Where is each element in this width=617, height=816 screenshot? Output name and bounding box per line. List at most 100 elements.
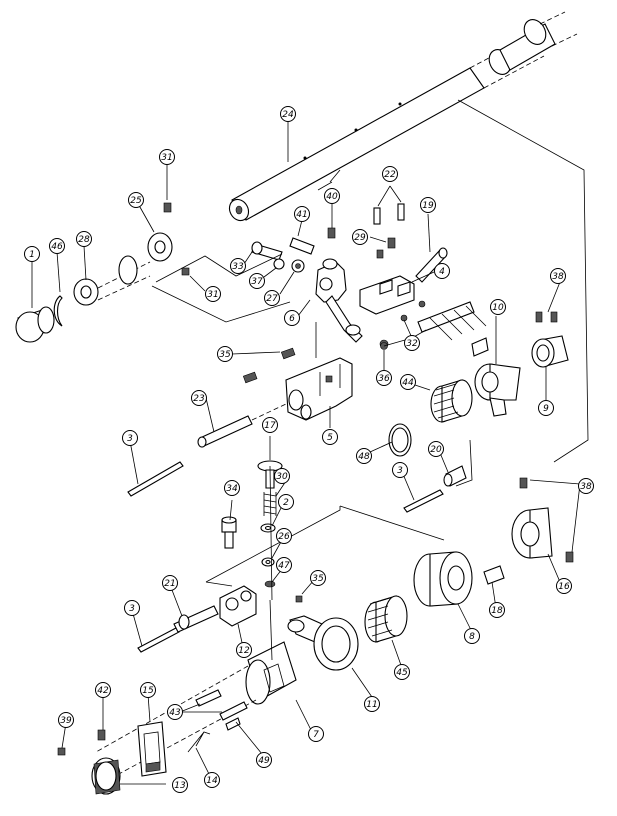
- callout-circle: [394, 664, 410, 680]
- callout-34: 34: [224, 480, 240, 496]
- callout-label: 38: [580, 482, 592, 492]
- callout-label: 40: [326, 192, 338, 202]
- callout-31: 31: [205, 286, 221, 302]
- callout-circle: [58, 712, 74, 728]
- callout-9: 9: [538, 400, 554, 416]
- callout-circle: [376, 370, 392, 386]
- callout-47: 47: [276, 557, 292, 573]
- handle-15-drawing: [137, 721, 167, 777]
- callout-circle: [24, 246, 40, 262]
- callout-17: 17: [262, 417, 278, 433]
- callout-label: 23: [193, 394, 205, 404]
- callout-label: 20: [430, 445, 442, 455]
- wire-14-drawing: [187, 731, 211, 753]
- callout-label: 9: [543, 404, 549, 414]
- callout-45: 45: [394, 664, 410, 680]
- callout-7: 7: [308, 726, 324, 742]
- callout-35: 35: [217, 346, 233, 362]
- callout-38: 38: [578, 478, 594, 494]
- callout-35: 35: [310, 570, 326, 586]
- callout-label: 33: [232, 262, 244, 272]
- callout-label: 21: [164, 579, 175, 589]
- callout-31: 31: [159, 149, 175, 165]
- callout-circle: [310, 570, 326, 586]
- callout-label: 43: [169, 708, 181, 718]
- callout-circle: [249, 273, 265, 289]
- callout-circle: [538, 400, 554, 416]
- callout-label: 36: [378, 374, 390, 384]
- shaft-7-drawing: [95, 641, 297, 783]
- callout-circle: [172, 777, 188, 793]
- callout-15: 15: [140, 682, 156, 698]
- callout-label: 8: [469, 632, 475, 642]
- callout-label: 4: [439, 267, 445, 277]
- callout-1: 1: [24, 246, 40, 262]
- keys-3-drawing: [127, 461, 444, 653]
- callout-label: 25: [130, 196, 142, 206]
- callout-circle: [162, 575, 178, 591]
- callout-10: 10: [490, 299, 506, 315]
- callout-16: 16: [556, 578, 572, 594]
- callout-label: 10: [492, 303, 504, 313]
- key-18-drawing: [483, 565, 505, 585]
- callout-label: 35: [312, 574, 324, 584]
- callout-label: 28: [78, 235, 90, 245]
- assembly-boundary-lines: [151, 99, 589, 587]
- callout-circle: [322, 429, 338, 445]
- callout-circle: [95, 682, 111, 698]
- callout-circle: [490, 299, 506, 315]
- callout-label: 37: [251, 277, 263, 287]
- collar-25-drawing: [147, 202, 190, 276]
- bracket-4-drawing: [359, 275, 426, 322]
- callout-label: 47: [278, 561, 290, 571]
- callout-label: 3: [397, 466, 403, 476]
- callout-circle: [217, 346, 233, 362]
- callout-circle: [140, 682, 156, 698]
- callout-circle: [256, 752, 272, 768]
- callout-label: 5: [327, 433, 333, 443]
- callout-circle: [49, 238, 65, 254]
- callout-27: 27: [264, 290, 280, 306]
- callout-circle: [280, 106, 296, 122]
- callout-49: 49: [256, 752, 272, 768]
- callout-4: 4: [434, 263, 450, 279]
- callout-label: 12: [238, 646, 250, 656]
- ring-46-drawing: [53, 295, 63, 327]
- callout-circle: [364, 696, 380, 712]
- pin-21-drawing: [173, 605, 219, 633]
- washers-2-26-drawing: [260, 523, 276, 588]
- callout-36: 36: [376, 370, 392, 386]
- callout-label: 30: [276, 472, 288, 482]
- setscrews-39-42-drawing: [57, 729, 106, 756]
- callout-circle: [276, 557, 292, 573]
- callout-label: 35: [219, 350, 231, 360]
- callout-circle: [294, 206, 310, 222]
- callout-circle: [264, 290, 280, 306]
- callout-21: 21: [162, 575, 178, 591]
- block-12-drawing: [219, 585, 257, 627]
- callout-label: 3: [129, 604, 135, 614]
- callout-circle: [324, 188, 340, 204]
- callout-circle: [205, 286, 221, 302]
- callout-circle: [550, 268, 566, 284]
- callout-13: 13: [172, 777, 188, 793]
- callout-39: 39: [58, 712, 74, 728]
- collar-16-drawing: [511, 477, 574, 563]
- pins-22-drawing: [373, 203, 405, 259]
- callout-label: 14: [206, 776, 218, 786]
- shaft-24-drawing: [228, 11, 578, 222]
- callout-circle: [224, 480, 240, 496]
- callout-6: 6: [284, 310, 300, 326]
- callout-24: 24: [280, 106, 296, 122]
- callout-28: 28: [76, 231, 92, 247]
- pin-20-drawing: [443, 465, 467, 487]
- callout-circle: [122, 430, 138, 446]
- setscrews-38-drawing: [535, 311, 558, 323]
- callout-circle: [167, 704, 183, 720]
- callout-label: 3: [127, 434, 133, 444]
- callout-label: 17: [264, 421, 276, 431]
- callout-22: 22: [382, 166, 398, 182]
- callout-12: 12: [236, 642, 252, 658]
- callout-label: 7: [313, 730, 319, 740]
